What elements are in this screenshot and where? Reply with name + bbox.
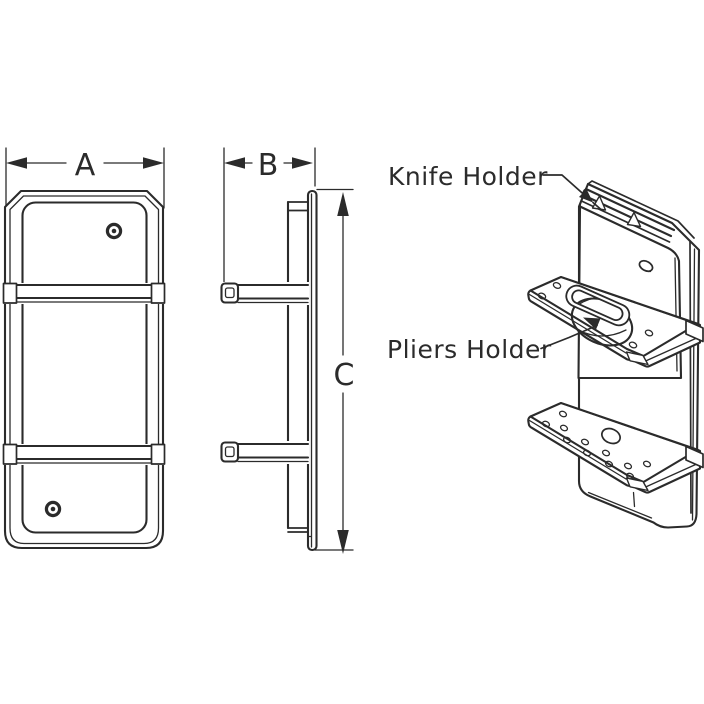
screw-hole <box>559 424 569 432</box>
shelf-end-cap <box>220 441 240 463</box>
screw-hole <box>644 329 654 337</box>
rail-end-block <box>2 282 18 304</box>
shelf-back-edge <box>560 276 698 325</box>
screw-hole <box>625 472 635 480</box>
slot-notch <box>591 195 607 211</box>
knife-slot-channel <box>579 187 676 243</box>
arrowhead-up-icon <box>337 192 349 216</box>
rail-end-block <box>150 443 166 465</box>
dimension-c-label: C <box>334 358 355 393</box>
shelf-right-tab <box>685 445 704 469</box>
screw-hole <box>582 449 592 457</box>
shelf-edge-rail-bottom <box>2 443 166 465</box>
rail-end-block <box>2 443 18 465</box>
leader-line <box>542 174 602 211</box>
shelf-top-edge <box>529 289 698 358</box>
arrowhead-right-icon <box>143 157 164 169</box>
corner-drop-line <box>632 491 636 508</box>
shelf-side-bottom <box>220 441 310 464</box>
shelf-edge-band-lines <box>528 293 700 363</box>
shelf-corner-cap <box>625 351 649 366</box>
knife-holder-callout: Knife Holder <box>388 162 602 211</box>
oval-hole-shadow <box>638 264 652 273</box>
front-plate <box>2 189 166 550</box>
shelf-right-tab <box>685 319 704 343</box>
shelf-corner-cap <box>625 477 649 492</box>
screw-hole <box>628 341 638 349</box>
screw-hole <box>642 460 652 468</box>
large-hole <box>601 427 621 445</box>
screw-hole <box>623 462 633 470</box>
shelf-silhouette <box>527 401 702 494</box>
shelf-end-cap-inner <box>224 446 235 458</box>
hole-center <box>50 506 56 512</box>
dimension-b: B <box>223 147 316 284</box>
screw-hole <box>541 420 551 428</box>
top-ledge <box>287 201 309 212</box>
rail-lines <box>3 283 165 300</box>
rail-end-block <box>150 282 166 304</box>
back-plate-bottom-inner-line <box>587 491 653 519</box>
rail-mask <box>4 444 164 465</box>
side-view: B <box>220 147 355 554</box>
pliers-shelf <box>527 275 704 368</box>
bottom-ledge <box>287 527 309 533</box>
side-profile <box>220 189 318 552</box>
rail-mask <box>4 283 164 304</box>
knife-holder-label: Knife Holder <box>388 162 548 191</box>
callout-arrowhead-icon <box>583 317 601 330</box>
shelf-end-cap <box>220 282 240 304</box>
pliers-holder-callout: Pliers Holder <box>387 317 601 364</box>
arrowhead-left-icon <box>224 157 245 169</box>
perspective-view: Knife Holder Pliers Holder <box>387 162 704 529</box>
shelf-screw-holes <box>541 410 652 480</box>
shelf-lines <box>236 442 310 459</box>
back-plate-top-edge <box>587 180 695 239</box>
rail-lines <box>3 444 165 461</box>
screw-hole <box>601 449 611 457</box>
slot-back-rim <box>584 187 676 232</box>
leader-line <box>540 324 598 350</box>
arrowhead-left-icon <box>6 157 27 169</box>
screw-hole <box>562 436 572 444</box>
back-plate-edge <box>306 189 318 552</box>
shelf-end-cap-inner <box>224 287 235 299</box>
shelf-edge-band-lines <box>528 419 700 489</box>
screw-hole <box>558 410 568 418</box>
shelf-back-edge <box>560 402 698 451</box>
dimension-a-label: A <box>75 148 96 183</box>
plate-inner-face <box>21 201 148 534</box>
mounting-hole-top <box>105 222 123 240</box>
dimension-b-label: B <box>258 148 279 183</box>
lower-shelf <box>527 401 704 508</box>
shelf-screw-holes <box>537 282 654 349</box>
shelf-side-top <box>220 282 310 305</box>
shelf-lines <box>236 283 310 300</box>
arrowhead-right-icon <box>292 157 313 169</box>
back-plate-parting-line <box>307 193 313 548</box>
plate-outer-outline <box>3 189 165 550</box>
front-view: A <box>2 147 166 550</box>
panel-oval-hole <box>638 259 654 273</box>
screw-hole <box>552 282 562 289</box>
pliers-slot-ring <box>565 284 631 327</box>
slot-notch <box>626 211 642 228</box>
arrowhead-down-icon <box>337 530 349 554</box>
mounting-hole-bottom <box>44 500 62 518</box>
dimension-a: A <box>5 147 165 209</box>
hole-center <box>111 228 117 234</box>
screw-hole <box>537 292 547 300</box>
dimension-c: C <box>314 188 355 554</box>
shelf-top-edge <box>529 415 698 484</box>
back-plate-rim-line <box>691 248 696 521</box>
shelf-edge-rail-top <box>2 282 166 304</box>
screw-hole <box>580 438 590 446</box>
screw-hole <box>604 460 614 468</box>
pliers-holder-label: Pliers Holder <box>387 335 552 364</box>
callout-arrowhead-icon <box>579 189 593 203</box>
plate-offset-outline <box>9 195 160 545</box>
